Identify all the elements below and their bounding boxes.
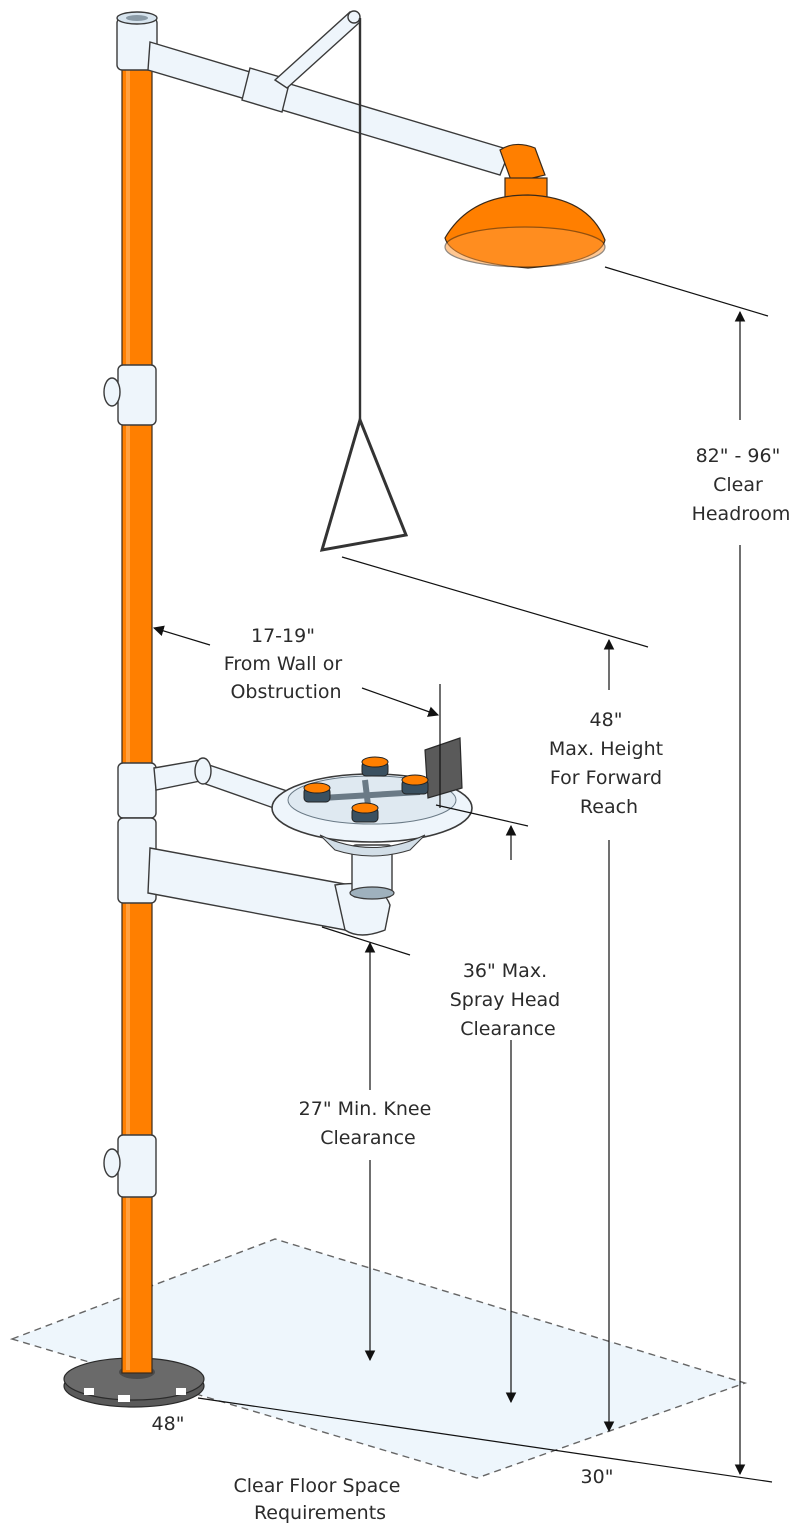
spray-extension-line: [435, 804, 529, 827]
spray-head-label: 36" Max. Spray Head Clearance: [450, 960, 567, 1040]
wall-distance-label: 17-19" From Wall or Obstruction: [224, 625, 348, 703]
floor-clear-space: [9, 1238, 748, 1479]
floor-width-label: 30": [581, 1466, 614, 1488]
headroom-extension-line: [604, 266, 769, 317]
triangle-pull-handle-icon: [319, 415, 409, 552]
headroom-label: 82" - 96" Clear Headroom: [692, 445, 791, 525]
knee-clearance-label: 27" Min. Knee Clearance: [299, 1098, 438, 1149]
floor-space-label: Clear Floor Space Requirements: [234, 1475, 407, 1524]
diagonal-brace: [273, 11, 362, 89]
eyewash-supply-fittings: [117, 757, 395, 936]
knee-extension-line: [321, 926, 411, 956]
lower-tee-fitting: [103, 1134, 157, 1198]
upper-tee-fitting: [103, 364, 157, 426]
floor-length-label: 48": [152, 1413, 185, 1435]
top-cap-fitting: [116, 11, 158, 71]
eyewash-bowl-icon: [271, 737, 473, 857]
shower-arm-pipe: [147, 41, 511, 176]
wall-arrow-right: [361, 687, 440, 717]
reach-extension-line: [341, 556, 649, 648]
wall-arrow-left: [152, 625, 211, 646]
floor-depth-line: [197, 1397, 773, 1483]
shower-head-icon: [444, 143, 606, 269]
forward-reach-label: 48" Max. Height For Forward Reach: [549, 709, 669, 818]
